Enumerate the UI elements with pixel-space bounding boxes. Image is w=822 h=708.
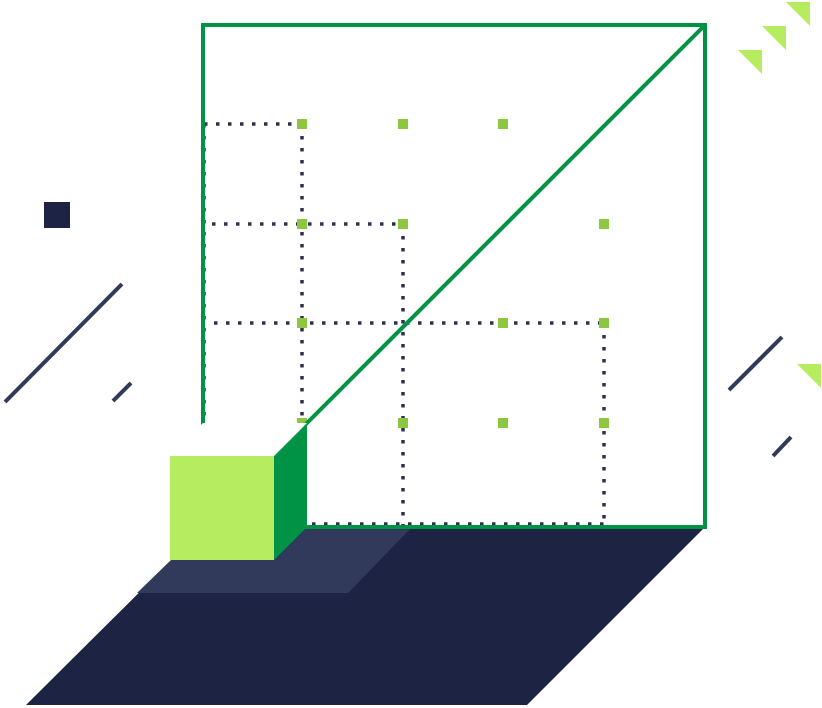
triangle-icon: [762, 26, 786, 50]
grid-marker: [599, 318, 609, 328]
grid-marker: [498, 418, 508, 428]
grid-marker: [599, 418, 609, 428]
grid-marker: [398, 219, 408, 229]
triangle-icon: [786, 2, 810, 26]
cube-side-face: [274, 423, 307, 560]
stroke-line: [3, 282, 124, 404]
grid-marker: [599, 219, 609, 229]
cube-icon: [170, 423, 307, 560]
stroke-line: [727, 335, 784, 392]
grid-marker: [498, 119, 508, 129]
triangle-icon: [738, 50, 762, 74]
cube-front-face: [170, 456, 274, 560]
stroke-line: [111, 381, 133, 403]
square-icon: [44, 202, 70, 228]
grid-marker: [498, 318, 508, 328]
stroke-line: [771, 435, 793, 458]
frame-diagonal: [301, 23, 707, 429]
green-frame: [201, 23, 707, 529]
grid-marker: [398, 418, 408, 428]
grid-marker: [297, 119, 307, 129]
triangle-decorations: [738, 2, 821, 388]
grid-marker: [297, 219, 307, 229]
decorative-strokes: [3, 282, 793, 458]
grid-marker: [297, 318, 307, 328]
grid-marker: [398, 119, 408, 129]
cube-top-face: [170, 423, 307, 456]
triangle-icon: [797, 364, 821, 388]
